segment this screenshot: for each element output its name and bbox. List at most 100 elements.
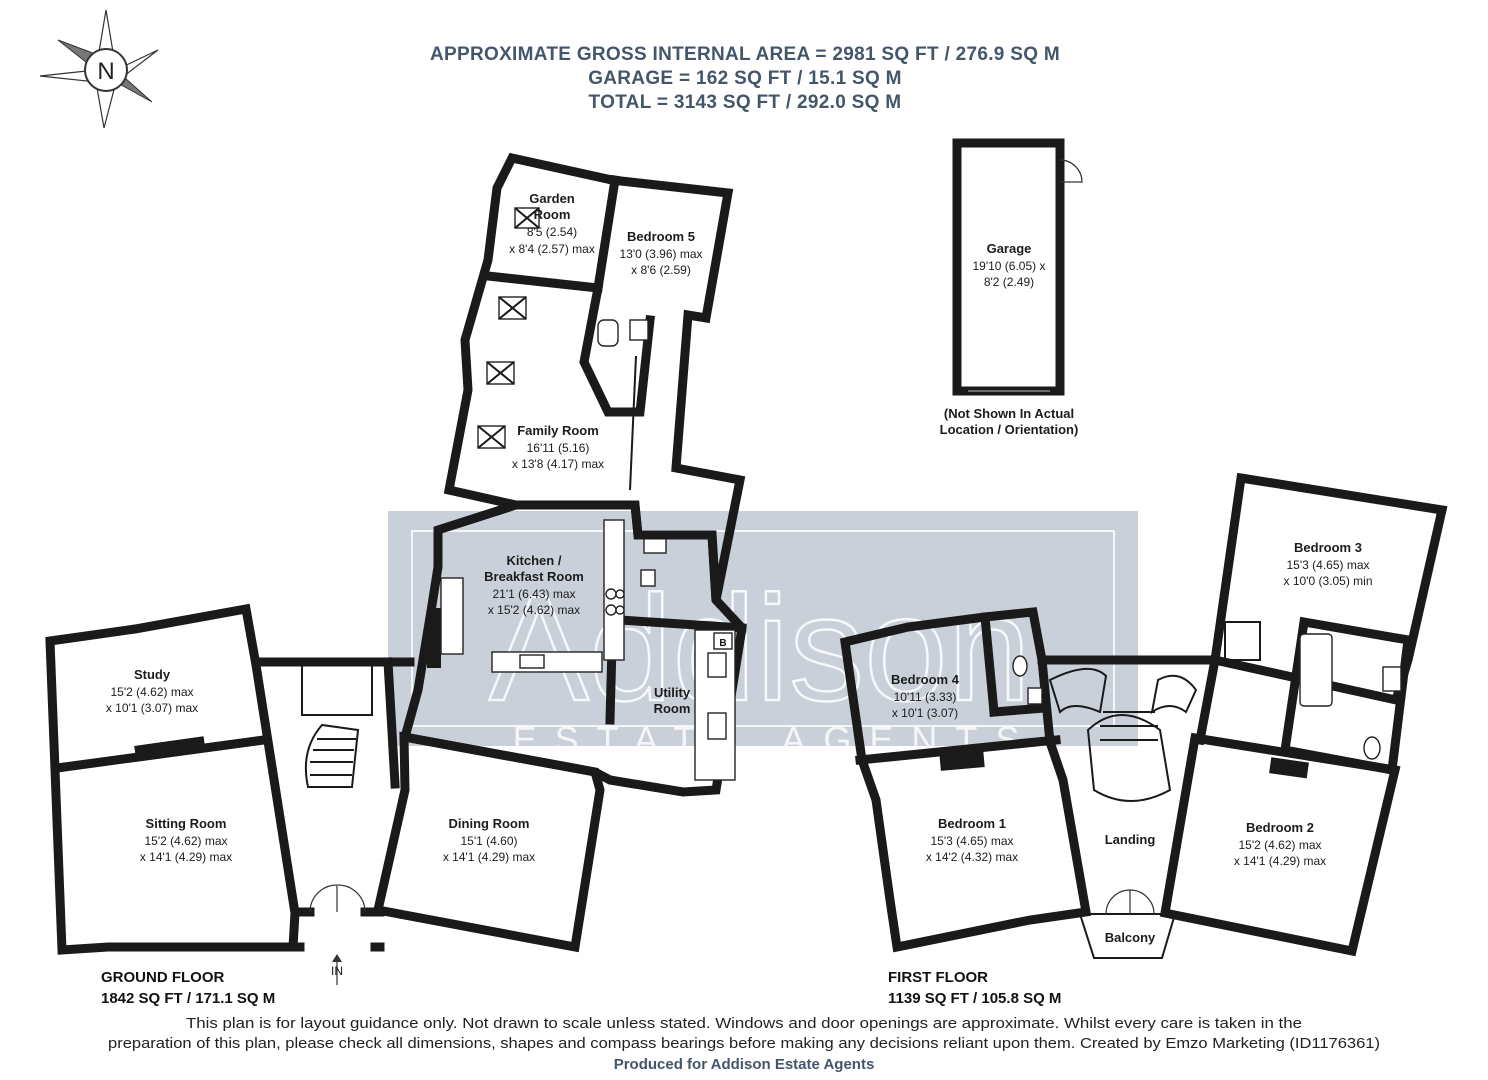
kitchen-sink-counter <box>491 651 603 673</box>
ensuite-basin <box>629 319 649 341</box>
kitchen-title-1: Kitchen / <box>507 553 562 568</box>
bathroom-basin <box>1382 666 1402 692</box>
area-line-3: TOTAL = 3143 SQ FT / 292.0 SQ M <box>589 92 902 113</box>
bedroom5-title: Bedroom 5 <box>627 229 695 244</box>
first-floor-label: FIRST FLOOR <box>888 969 988 986</box>
garden-room-dim-1: 8'5 (2.54) <box>527 225 577 239</box>
bedroom4-dim-2: x 10'1 (3.07) <box>892 706 958 720</box>
kitchen-dim-2: x 15'2 (4.62) max <box>488 603 580 617</box>
compass-letter: N <box>97 58 114 85</box>
family-room-dim-1: 16'11 (5.16) <box>527 441 590 455</box>
garden-room-title-1: Garden <box>529 191 575 206</box>
compass-north-icon: N <box>39 9 159 129</box>
footer-disclaimer-2: preparation of this plan, please check a… <box>108 1036 1380 1052</box>
landing-title: Landing <box>1105 832 1156 847</box>
bedroom2-dim-2: x 14'1 (4.29) max <box>1234 854 1326 868</box>
bedroom1-dim-2: x 14'2 (4.32) max <box>926 850 1018 864</box>
kitchen-counter-left <box>440 577 464 655</box>
kitchen-dim-1: 21'1 (6.43) max <box>493 587 576 601</box>
garage-note-1: (Not Shown In Actual <box>944 406 1074 421</box>
utility-sink-1 <box>707 652 727 678</box>
garden-room-dim-2: x 8'4 (2.57) max <box>509 242 595 256</box>
utility-title-1: Utility <box>654 685 691 700</box>
bathtub <box>1299 633 1333 707</box>
sitting-chimney <box>134 736 206 762</box>
sitting-room-title: Sitting Room <box>146 816 227 831</box>
family-room-title: Family Room <box>517 423 599 438</box>
utility-top-wall <box>615 615 747 633</box>
bedroom2-outline <box>1159 732 1401 957</box>
utility-title-2: Room <box>654 701 691 716</box>
garden-room-right <box>592 174 621 294</box>
rear-extension-outline <box>443 152 746 601</box>
bed1-bed4-outline <box>839 607 1092 953</box>
bed4-ensuite-basin <box>1027 687 1043 705</box>
boiler <box>713 632 733 650</box>
garden-room-bottom <box>483 271 603 293</box>
ensuite-wall <box>579 282 655 417</box>
bed1-chimney <box>939 749 985 771</box>
balcony-outline <box>1078 913 1177 959</box>
bed3-landing-wall <box>1194 654 1221 746</box>
footer-disclaimer-1: This plan is for layout guidance only. N… <box>186 1016 1302 1032</box>
study-title: Study <box>134 667 171 682</box>
watermark: Addison ESTATE AGENTS <box>388 511 1138 760</box>
balcony-title: Balcony <box>1105 930 1156 945</box>
ensuite-toilet <box>597 319 619 347</box>
bedroom5-dim-1: 13'0 (3.96) max <box>620 247 703 261</box>
garage-note-2: Location / Orientation) <box>940 422 1079 437</box>
first-floor-area: 1139 SQ FT / 105.8 SQ M <box>888 990 1061 1007</box>
bedroom4-dim-1: 10'11 (3.33) <box>894 690 957 704</box>
bedroom3-title: Bedroom 3 <box>1294 540 1362 555</box>
front-door <box>309 884 366 913</box>
entrance-label: IN <box>331 964 343 978</box>
dining-room-title: Dining Room <box>449 816 530 831</box>
bed4-bed1-divider <box>855 735 1061 765</box>
ground-floor-label: GROUND FLOOR <box>101 969 224 986</box>
utility-sink-2 <box>707 712 727 740</box>
bed4-ensuite-wall <box>980 612 999 717</box>
garage-title: Garage <box>987 241 1032 256</box>
hall-right-wall <box>383 657 400 789</box>
kitchen-sink-small <box>640 569 656 587</box>
bedroom1-title: Bedroom 1 <box>938 816 1006 831</box>
bedroom3-dim-1: 15'3 (4.65) max <box>1287 558 1370 572</box>
first-floor-stairs <box>1048 668 1198 802</box>
ensuite-bottom-wall <box>989 703 1050 717</box>
boiler-label: B <box>719 638 726 649</box>
area-line-1: APPROXIMATE GROSS INTERNAL AREA = 2981 S… <box>430 44 1060 65</box>
garage-side-door <box>1059 159 1083 183</box>
watermark-brand: Addison <box>489 564 1031 732</box>
bed3-cupboard <box>1224 621 1261 661</box>
bedroom2-title: Bedroom 2 <box>1246 820 1314 835</box>
skylight-icons <box>477 207 540 449</box>
family-room-dim-2: x 13'8 (4.17) max <box>512 457 604 471</box>
bedroom3-dim-2: x 10'0 (3.05) min <box>1284 574 1373 588</box>
footer-credit: Produced for Addison Estate Agents <box>614 1056 875 1073</box>
kitchen-chimney <box>427 608 441 668</box>
first-floor-plan <box>839 472 1448 959</box>
study-dim-1: 15'2 (4.62) max <box>111 685 194 699</box>
garden-room-title-2: Room <box>534 207 571 222</box>
study-dim-2: x 10'1 (3.07) max <box>106 701 198 715</box>
dining-room-dim-1: 15'1 (4.60) <box>461 834 518 848</box>
bed4-ensuite-toilet <box>1012 655 1028 677</box>
wc-room <box>301 662 373 716</box>
watermark-frame <box>411 530 1115 727</box>
bedroom1-dim-1: 15'3 (4.65) max <box>931 834 1014 848</box>
ground-floor-area: 1842 SQ FT / 171.1 SQ M <box>101 990 275 1007</box>
garage-dim-2: 8'2 (2.49) <box>984 275 1034 289</box>
family-room-divider <box>629 355 637 491</box>
bedroom2-dim-1: 15'2 (4.62) max <box>1239 838 1322 852</box>
ground-stairs <box>304 723 360 788</box>
sitting-room-dim-2: x 14'1 (4.29) max <box>140 850 232 864</box>
dining-room-dim-2: x 14'1 (4.29) max <box>443 850 535 864</box>
kitchen-title-2: Breakfast Room <box>484 569 584 584</box>
bedroom5-dim-2: x 8'6 (2.59) <box>631 263 691 277</box>
balcony-doors <box>1105 889 1155 915</box>
area-line-2: GARAGE = 162 SQ FT / 15.1 SQ M <box>588 68 902 89</box>
sitting-room-dim-1: 15'2 (4.62) max <box>145 834 228 848</box>
ground-floor-plan: IN B <box>45 138 1083 985</box>
kitchen-sink <box>519 654 545 669</box>
